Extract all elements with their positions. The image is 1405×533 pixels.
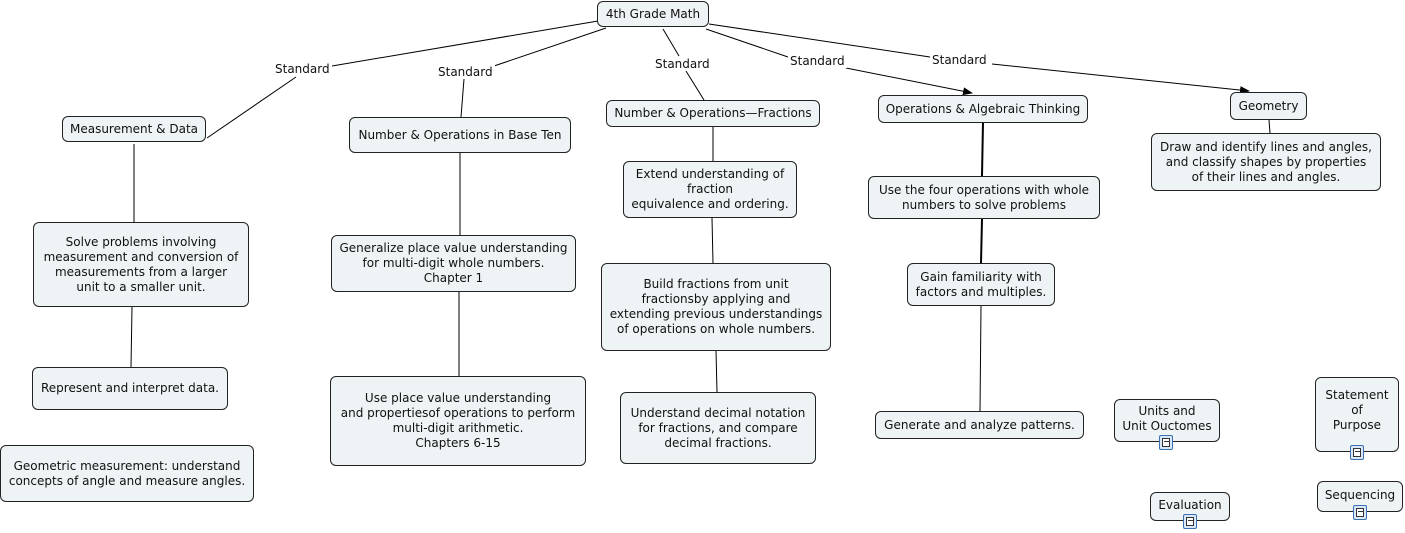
cluster-md-geometric-measurement[interactable]: Geometric measurement: understand concep… bbox=[0, 445, 254, 502]
link-standard-5-to-geometry bbox=[991, 63, 1250, 95]
cluster-nf-equivalence[interactable]: Extend understanding of fraction equival… bbox=[623, 161, 797, 218]
cluster-g-lines-angles[interactable]: Draw and identify lines and angles, and … bbox=[1151, 133, 1381, 191]
link-nf-2-to-nf-3 bbox=[715, 349, 718, 393]
link-geometry-to-g-1 bbox=[1268, 119, 1271, 134]
link-standard-2-to-base-ten bbox=[460, 78, 465, 118]
cluster-md-represent-data[interactable]: Represent and interpret data. bbox=[32, 367, 228, 410]
cluster-nf-decimal-notation[interactable]: Understand decimal notation for fraction… bbox=[620, 392, 816, 464]
cluster-nbt-place-value[interactable]: Generalize place value understanding for… bbox=[331, 235, 576, 292]
link-label-standard: Standard bbox=[930, 53, 989, 67]
link-root-to-standard-4 bbox=[705, 28, 789, 58]
cluster-md-solve-problems[interactable]: Solve problems involving measurement and… bbox=[33, 222, 249, 307]
document-icon[interactable] bbox=[1350, 445, 1364, 460]
resource-sequencing-label: Sequencing bbox=[1324, 488, 1396, 502]
link-root-to-standard-3 bbox=[662, 28, 680, 57]
link-standard-3-to-fractions bbox=[685, 70, 705, 101]
document-icon[interactable] bbox=[1159, 435, 1173, 450]
link-oa-1-to-oa-2 bbox=[980, 218, 983, 264]
link-standard-1-to-measurement bbox=[206, 76, 297, 139]
link-label-standard: Standard bbox=[653, 57, 712, 71]
domain-algebraic-thinking[interactable]: Operations & Algebraic Thinking bbox=[878, 95, 1088, 123]
link-algebraic-to-oa-1 bbox=[981, 121, 984, 177]
document-icon[interactable] bbox=[1183, 514, 1197, 529]
link-root-to-standard-2 bbox=[493, 27, 607, 67]
resource-evaluation[interactable]: Evaluation bbox=[1150, 492, 1230, 521]
link-oa-2-to-oa-3 bbox=[979, 305, 982, 412]
cluster-nbt-arithmetic[interactable]: Use place value understanding and proper… bbox=[330, 376, 586, 466]
link-standard-4-to-algebraic bbox=[845, 67, 973, 96]
cluster-oa-factors-multiples[interactable]: Gain familiarity with factors and multip… bbox=[907, 263, 1055, 306]
link-label-standard: Standard bbox=[788, 54, 847, 68]
cluster-oa-four-operations[interactable]: Use the four operations with whole numbe… bbox=[868, 176, 1100, 219]
link-nf-1-to-nf-2 bbox=[711, 217, 714, 264]
link-label-standard: Standard bbox=[436, 65, 495, 79]
resource-units-outcomes[interactable]: Units and Unit Ouctomes bbox=[1114, 399, 1220, 442]
domain-fractions[interactable]: Number & Operations—Fractions bbox=[606, 100, 820, 127]
domain-measurement-data[interactable]: Measurement & Data bbox=[62, 116, 206, 142]
document-icon[interactable] bbox=[1353, 505, 1367, 520]
resource-statement-of-purpose-label: Statement of Purpose bbox=[1325, 388, 1389, 432]
resource-units-outcomes-label: Units and Unit Ouctomes bbox=[1122, 403, 1212, 433]
domain-base-ten[interactable]: Number & Operations in Base Ten bbox=[349, 117, 571, 153]
link-md-1-to-md-2 bbox=[130, 306, 133, 368]
cluster-oa-patterns[interactable]: Generate and analyze patterns. bbox=[875, 411, 1084, 439]
link-label-standard: Standard bbox=[273, 62, 332, 76]
domain-geometry[interactable]: Geometry bbox=[1230, 92, 1307, 120]
resource-evaluation-label: Evaluation bbox=[1158, 498, 1222, 512]
cluster-nf-build-fractions[interactable]: Build fractions from unit fractionsby ap… bbox=[601, 263, 831, 351]
link-root-to-standard-1 bbox=[331, 20, 599, 67]
link-root-to-standard-5 bbox=[708, 23, 931, 58]
root-concept[interactable]: 4th Grade Math bbox=[597, 1, 709, 27]
resource-statement-of-purpose[interactable]: Statement of Purpose bbox=[1315, 377, 1399, 452]
